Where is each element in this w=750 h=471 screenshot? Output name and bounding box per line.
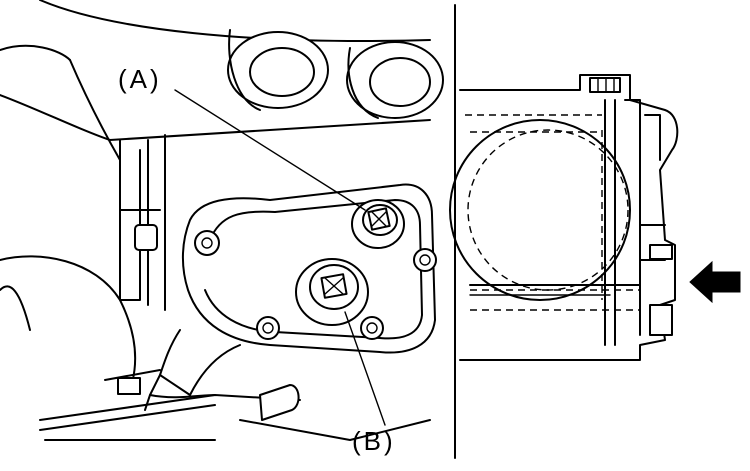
arrow-left-icon: [689, 260, 741, 304]
plug-a: [351, 199, 405, 249]
plug-b: [295, 258, 369, 326]
bolt-left: [194, 230, 220, 256]
upper-boss-1: [227, 31, 329, 109]
left-panel-drawing: [0, 0, 444, 441]
upper-boss-2: [346, 41, 444, 119]
top-bolt: [589, 77, 621, 93]
label-a: (A): [118, 64, 162, 94]
leader-b: [344, 311, 386, 426]
leader-a: [174, 89, 366, 211]
label-b: (B): [352, 426, 396, 456]
right-panel-drawing: [449, 74, 741, 361]
bolt-bottom-right: [360, 316, 384, 340]
bolt-right: [413, 248, 437, 272]
bolt-bottom-left: [256, 316, 280, 340]
